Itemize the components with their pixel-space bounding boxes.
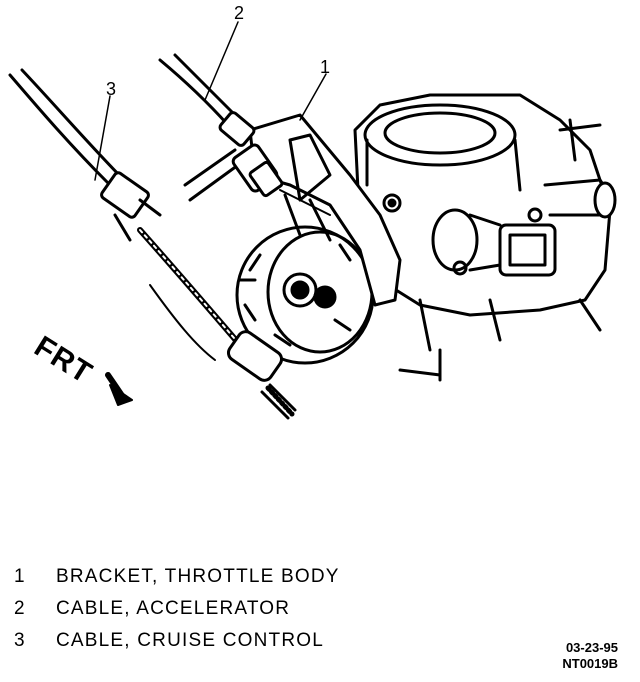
legend: 1 BRACKET, THROTTLE BODY 2 CABLE, ACCELE… bbox=[14, 566, 474, 662]
throttle-pulley bbox=[235, 225, 375, 365]
legend-item: 1 BRACKET, THROTTLE BODY bbox=[14, 566, 474, 598]
figure-code: NT0019B bbox=[562, 656, 618, 671]
callout-leaders bbox=[94, 21, 327, 181]
callout-2: 2 bbox=[234, 3, 245, 23]
throttle-body bbox=[353, 93, 617, 382]
legend-item: 2 CABLE, ACCELERATOR bbox=[14, 598, 474, 630]
legend-text: CABLE, ACCELERATOR bbox=[56, 598, 291, 619]
callout-1: 1 bbox=[320, 57, 331, 77]
legend-text: BRACKET, THROTTLE BODY bbox=[56, 566, 340, 587]
front-direction-arrow bbox=[105, 372, 133, 406]
legend-number: 1 bbox=[14, 566, 26, 587]
throttle-cable-illustration bbox=[8, 21, 617, 420]
accelerator-cable bbox=[158, 53, 331, 216]
legend-number: 2 bbox=[14, 598, 26, 619]
legend-text: CABLE, CRUISE CONTROL bbox=[56, 630, 325, 651]
legend-number: 3 bbox=[14, 630, 26, 651]
date-code: 03-23-95 bbox=[565, 640, 618, 655]
legend-item: 3 CABLE, CRUISE CONTROL bbox=[14, 630, 474, 662]
callout-3: 3 bbox=[106, 79, 117, 99]
cruise-control-cable bbox=[8, 68, 297, 420]
